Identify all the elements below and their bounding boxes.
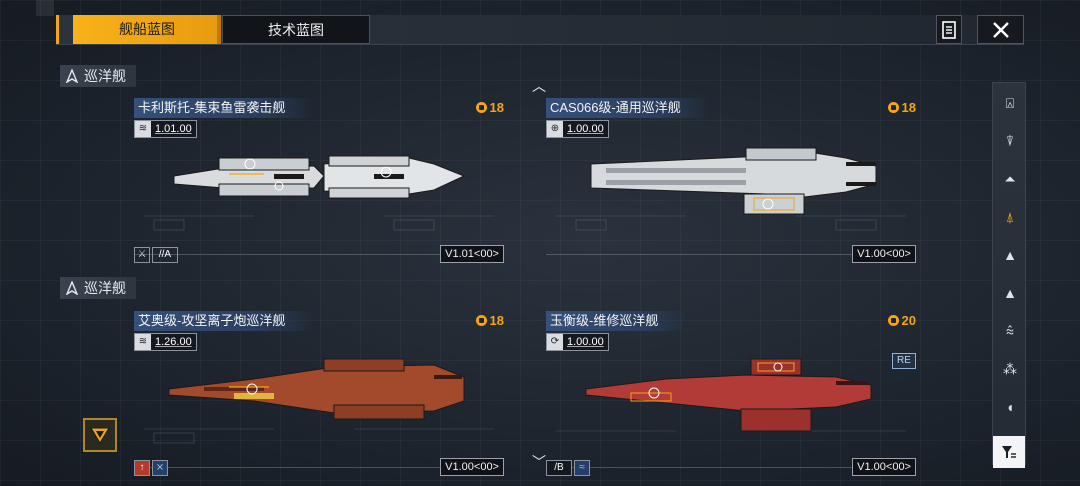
tab-bar-accent: [56, 15, 59, 44]
ship-cost-value: 18: [489, 100, 504, 115]
weapon-slot-label: /B: [546, 460, 572, 476]
ship-blueprint-image: [144, 155, 494, 231]
command-point-icon: [887, 315, 899, 326]
card-baseline: [134, 467, 504, 468]
rank-filter-button[interactable]: [83, 418, 117, 452]
ship-cost-value: 18: [901, 100, 916, 115]
scroll-up-arrow-icon[interactable]: ︿: [532, 78, 546, 94]
ship-variant[interactable]: ⟳ 1.00.00: [546, 333, 609, 351]
card-baseline: [546, 254, 916, 255]
sidebar-flagship[interactable]: ◖: [993, 389, 1027, 425]
attack-trait-icon: ↑: [134, 460, 150, 476]
variant-number: 1.00.00: [567, 336, 604, 348]
sidebar-cruiser[interactable]: ⍋: [993, 199, 1027, 235]
sidebar-carrier[interactable]: ⍓: [993, 85, 1027, 121]
repair-tag: RE: [892, 353, 916, 369]
scroll-down-arrow-icon[interactable]: ﹀: [532, 454, 546, 470]
battleship-icon: ▲: [1003, 285, 1017, 301]
document-icon: [942, 20, 956, 39]
document-button[interactable]: [936, 15, 962, 44]
command-point-icon: [887, 102, 899, 113]
defense-trait-icon: ≈: [574, 460, 590, 476]
close-button[interactable]: [977, 15, 1024, 44]
ship-traits: ↑ ⨯: [134, 460, 168, 476]
section-label-cruiser: 巡洋舰: [60, 277, 136, 299]
close-icon: [992, 21, 1009, 38]
sidebar-auxiliary[interactable]: ⩯: [993, 313, 1027, 349]
section-label-text: 巡洋舰: [84, 68, 126, 84]
cruiser-icon: ⍋: [1005, 208, 1015, 225]
blueprint-version: V1.00<00>: [852, 245, 916, 263]
ship-cost-value: 20: [901, 313, 916, 328]
section-label-cruiser: 巡洋舰: [60, 65, 136, 87]
ship-card[interactable]: 玉衡级-维修巡洋舰 20 ⟳ 1.00.00 RE /B ≈ V1.00<00>: [546, 311, 916, 476]
frigate-icon: ⍒: [1005, 132, 1015, 149]
sidebar-battleship[interactable]: ▲: [993, 275, 1027, 311]
ship-name: CAS066级-通用巡洋舰: [546, 98, 709, 118]
filter-icon: [1002, 446, 1016, 458]
card-baseline: [546, 467, 916, 468]
ship-blueprint-image: [144, 358, 494, 444]
variant-type-icon: ⟳: [547, 334, 563, 350]
blueprint-version: V1.01<00>: [440, 245, 504, 263]
corner-decoration: [36, 0, 54, 16]
blueprint-version: V1.00<00>: [440, 458, 504, 476]
cruiser-class-icon: [66, 281, 78, 295]
section-label-text: 巡洋舰: [84, 280, 126, 296]
ship-card[interactable]: CAS066级-通用巡洋舰 18 ⊕ 1.00.00 V1.00<00>: [546, 98, 916, 263]
variant-number: 1.00.00: [567, 123, 604, 135]
corvette-icon: ⁂: [1003, 360, 1017, 377]
ship-blueprint-image: [556, 358, 906, 432]
ship-card[interactable]: 卡利斯托-集束鱼雷袭击舰 18 ≋ 1.01.00 ⚔ //A V1.01<00…: [134, 98, 504, 263]
auxiliary-icon: ⩯: [1005, 322, 1015, 339]
ship-cost: 18: [475, 100, 504, 115]
flagship-icon: ◖: [1005, 399, 1015, 415]
ship-blueprint-image: [556, 147, 906, 231]
ship-cost: 18: [887, 100, 916, 115]
carrier-icon: ⍓: [1005, 94, 1015, 111]
variant-type-icon: ⊕: [547, 121, 563, 137]
sidebar-corvette[interactable]: ⁂: [993, 351, 1027, 387]
sidebar-frigate[interactable]: ⍒: [993, 123, 1027, 159]
ship-variant[interactable]: ≋ 1.01.00: [134, 120, 197, 138]
cruiser-class-icon: [66, 69, 78, 83]
sidebar-battlecruiser[interactable]: ▲: [993, 237, 1027, 273]
rank-triangle-icon: [90, 427, 110, 444]
card-baseline: [134, 254, 504, 255]
ship-name: 艾奥级-攻坚离子炮巡洋舰: [134, 311, 314, 331]
ship-cost: 18: [475, 313, 504, 328]
sidebar-destroyer[interactable]: ⏶: [993, 161, 1027, 197]
variant-type-icon: ≋: [135, 121, 151, 137]
variant-number: 1.26.00: [155, 336, 192, 348]
ship-traits: /B ≈: [546, 460, 590, 476]
destroyer-icon: ⏶: [1004, 170, 1016, 187]
ship-card[interactable]: 艾奥级-攻坚离子炮巡洋舰 18 ≋ 1.26.00 ↑ ⨯ V1.00<00>: [134, 311, 504, 476]
tab-ship-blueprint[interactable]: 舰船蓝图: [73, 15, 221, 44]
ship-variant[interactable]: ≋ 1.26.00: [134, 333, 197, 351]
command-point-icon: [475, 102, 487, 113]
ship-traits: ⚔ //A: [134, 247, 178, 263]
weapon-slot-label: //A: [152, 247, 178, 263]
ship-variant[interactable]: ⊕ 1.00.00: [546, 120, 609, 138]
tab-tech-blueprint[interactable]: 技术蓝图: [222, 15, 370, 44]
blueprint-version: V1.00<00>: [852, 458, 916, 476]
ship-name: 玉衡级-维修巡洋舰: [546, 311, 687, 331]
variant-type-icon: ≋: [135, 334, 151, 350]
ship-class-sidebar: ⍓ ⍒ ⏶ ⍋ ▲ ▲ ⩯ ⁂ ◖: [992, 82, 1026, 465]
variant-number: 1.01.00: [155, 123, 192, 135]
top-tab-bar: 舰船蓝图 技术蓝图: [56, 15, 1024, 45]
filter-button[interactable]: [993, 436, 1025, 468]
battlecruiser-icon: ▲: [1003, 247, 1017, 263]
command-point-icon: [475, 315, 487, 326]
ship-cost-value: 18: [489, 313, 504, 328]
ship-cost: 20: [887, 313, 916, 328]
ship-name: 卡利斯托-集束鱼雷袭击舰: [134, 98, 314, 118]
defense-trait-icon: ⨯: [152, 460, 168, 476]
weapon-trait-icon: ⚔: [134, 247, 150, 263]
